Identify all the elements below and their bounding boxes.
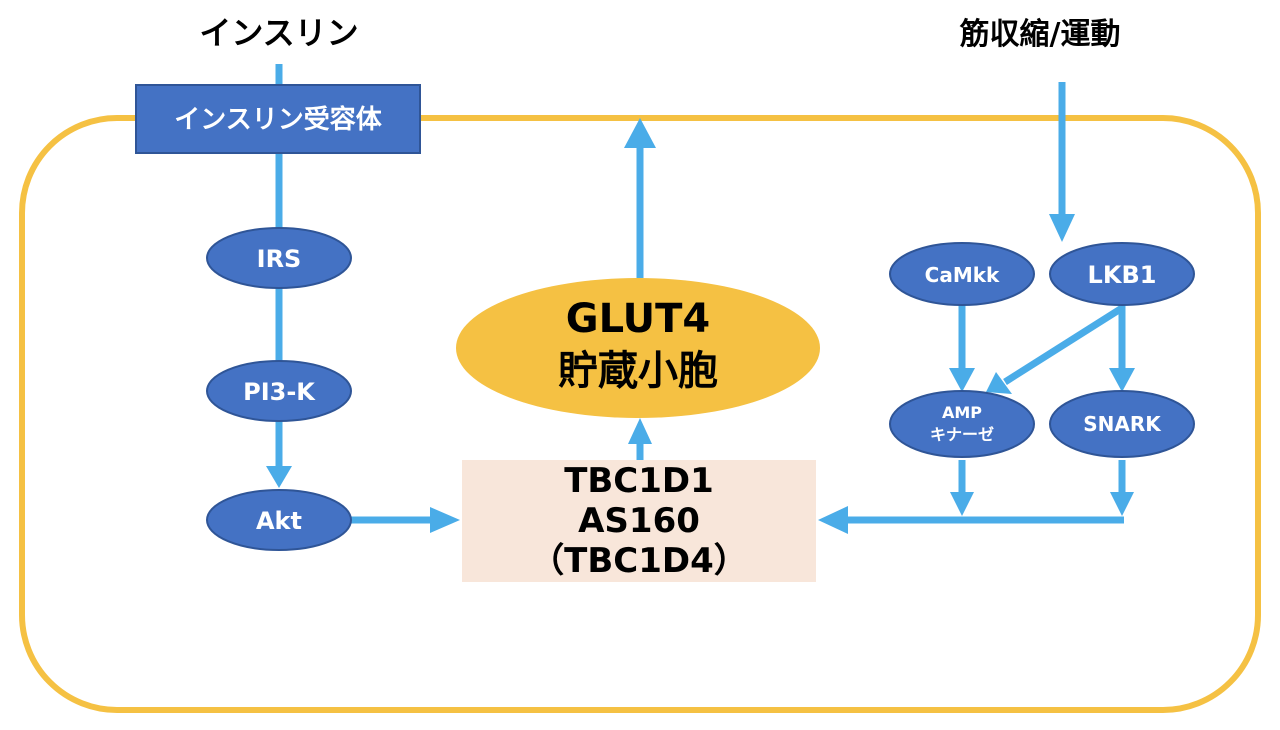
irs-label: IRS	[257, 245, 302, 273]
arrowhead-lkb1	[1049, 214, 1075, 242]
arrowhead-tbc-right	[818, 506, 848, 534]
arrowhead-snark	[1109, 368, 1135, 392]
snark-label: SNARK	[1083, 412, 1162, 436]
connectors	[275, 64, 1126, 524]
ampk-label-line1: AMP	[942, 403, 982, 422]
arrowhead-tbc-left	[430, 507, 460, 533]
tbc-label-line3: （TBC1D4）	[530, 541, 748, 581]
arrowhead-glut4	[628, 418, 652, 444]
arrowhead-akt	[266, 466, 292, 488]
arrowhead-lkb1-ampk	[986, 372, 1012, 394]
tbc-label-line1: TBC1D1	[564, 461, 714, 501]
ampk-node	[889, 390, 1035, 458]
arrowhead-snark-down	[1110, 492, 1134, 516]
glut4-vesicle	[456, 278, 820, 418]
ampk-label-line2: キナーゼ	[930, 425, 994, 444]
lkb1-node	[1049, 242, 1195, 306]
irs-node	[206, 227, 352, 289]
akt-label: Akt	[256, 507, 302, 535]
tbc-label-line2: AS160	[578, 501, 700, 541]
insulin-label: インスリン	[199, 14, 358, 52]
insulin-receptor-label: インスリン受容体	[174, 104, 382, 135]
arrowhead-camkk-ampk	[949, 368, 975, 392]
snark-node	[1049, 390, 1195, 458]
akt-node	[206, 489, 352, 551]
camkk-node	[889, 242, 1035, 306]
arrowhead-ampk-down	[950, 492, 974, 516]
tbc-box	[462, 460, 816, 582]
lkb1-label: LKB1	[1088, 261, 1157, 289]
arrowhead-membrane	[624, 118, 656, 148]
glut4-label-line1: GLUT4	[566, 296, 711, 342]
arrowheads	[266, 118, 1135, 534]
pi3k-node	[206, 360, 352, 422]
lkb1-to-ampk-arrow	[1003, 305, 1124, 385]
pi3k-label: PI3-K	[243, 378, 316, 406]
insulin-receptor-box	[135, 84, 421, 154]
camkk-label: CaMkk	[925, 263, 1000, 287]
contraction-label: 筋収縮/運動	[960, 17, 1121, 52]
glut4-label-line2: 貯蔵小胞	[558, 348, 718, 394]
